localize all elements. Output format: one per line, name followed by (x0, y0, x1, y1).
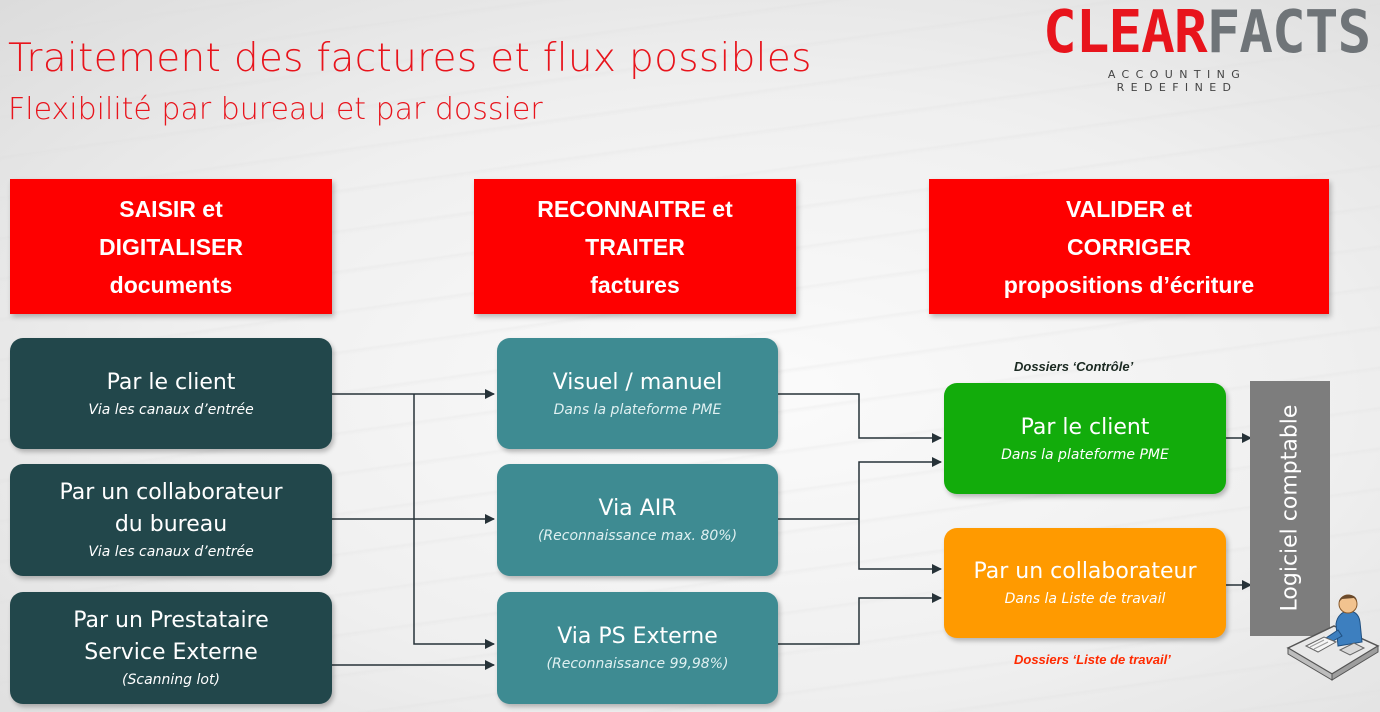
header-valider: VALIDER et CORRIGER propositions d’écrit… (929, 179, 1329, 314)
header-line: CORRIGER (1067, 233, 1191, 260)
header-line: documents (109, 271, 233, 298)
box-sub-text: (Scanning lot) (122, 672, 220, 688)
box-main-text: Via AIR (598, 496, 677, 521)
box-sub-text: Via les canaux d’entrée (88, 544, 254, 560)
connector-air-to-collab (858, 519, 942, 574)
box-main-text: Par le client (106, 369, 236, 395)
box-main-text: Par un Prestataire (73, 608, 269, 633)
header-saisir: SAISIR et DIGITALISER documents (10, 179, 332, 314)
accountant-desk-icon (1286, 594, 1380, 681)
box-main-text: Via PS Externe (557, 624, 718, 649)
page-title: Traitement des factures et flux possible… (8, 36, 812, 81)
source-client-box: Par le client Via les canaux d’entrée (10, 338, 332, 449)
box-sub-text: Via les canaux d’entrée (88, 401, 254, 418)
label-dossiers-controle: Dossiers ‘Contrôle’ (1014, 359, 1134, 374)
source-prestataire-box: Par un Prestataire Service Externe (Scan… (10, 592, 332, 704)
connector-ps-to-collab (778, 593, 942, 645)
connector-visuel-to-client (778, 393, 942, 443)
box-main-text: Par le client (1020, 414, 1150, 440)
clearfacts-logo: CLEARFACTS ACCOUNTING REDEFINED (1043, 0, 1371, 94)
header-line: TRAITER (585, 233, 685, 260)
box-main-text: Par un collaborateur (59, 480, 283, 505)
header-line: factures (590, 271, 680, 298)
header-line: RECONNAITRE et (537, 195, 733, 222)
box-sub-text: Dans la plateforme PME (553, 401, 722, 418)
box-sub-text: (Reconnaissance 99,98%) (546, 656, 729, 672)
connector-air-to-client (858, 457, 942, 519)
header-line: SAISIR et (119, 195, 223, 222)
logo-wordmark: CLEARFACTS (1043, 0, 1371, 67)
box-main-text: Service Externe (84, 640, 258, 665)
logiciel-comptable-box: Logiciel comptable (1250, 381, 1330, 636)
header-line: VALIDER et (1065, 195, 1193, 222)
logiciel-comptable-label: Logiciel comptable (1277, 404, 1303, 612)
logo-tagline: ACCOUNTING REDEFINED (1107, 68, 1247, 94)
validate-client-box: Par le client Dans la plateforme PME (944, 383, 1226, 494)
box-sub-text: Dans la Liste de travail (1004, 591, 1166, 607)
process-air-box: Via AIR (Reconnaissance max. 80%) (497, 464, 778, 576)
box-sub-text: Dans la plateforme PME (1001, 446, 1169, 463)
box-main-text: Visuel / manuel (552, 369, 723, 395)
header-line: DIGITALISER (99, 233, 243, 260)
validate-collaborateur-box: Par un collaborateur Dans la Liste de tr… (944, 528, 1226, 638)
connector-branch-to-ps (413, 394, 495, 649)
box-main-text: du bureau (114, 512, 228, 537)
header-reconnaitre: RECONNAITRE et TRAITER factures (474, 179, 796, 314)
source-collaborateur-box: Par un collaborateur du bureau Via les c… (10, 464, 332, 576)
box-main-text: Par un collaborateur (973, 559, 1197, 584)
process-visuel-box: Visuel / manuel Dans la plateforme PME (497, 338, 778, 449)
process-ps-externe-box: Via PS Externe (Reconnaissance 99,98%) (497, 592, 778, 704)
box-sub-text: (Reconnaissance max. 80%) (537, 528, 738, 544)
label-dossiers-liste-travail: Dossiers ‘Liste de travail’ (1014, 652, 1171, 667)
page-subtitle: Flexibilité par bureau et par dossier (8, 92, 543, 127)
header-line: propositions d’écriture (1003, 271, 1255, 298)
